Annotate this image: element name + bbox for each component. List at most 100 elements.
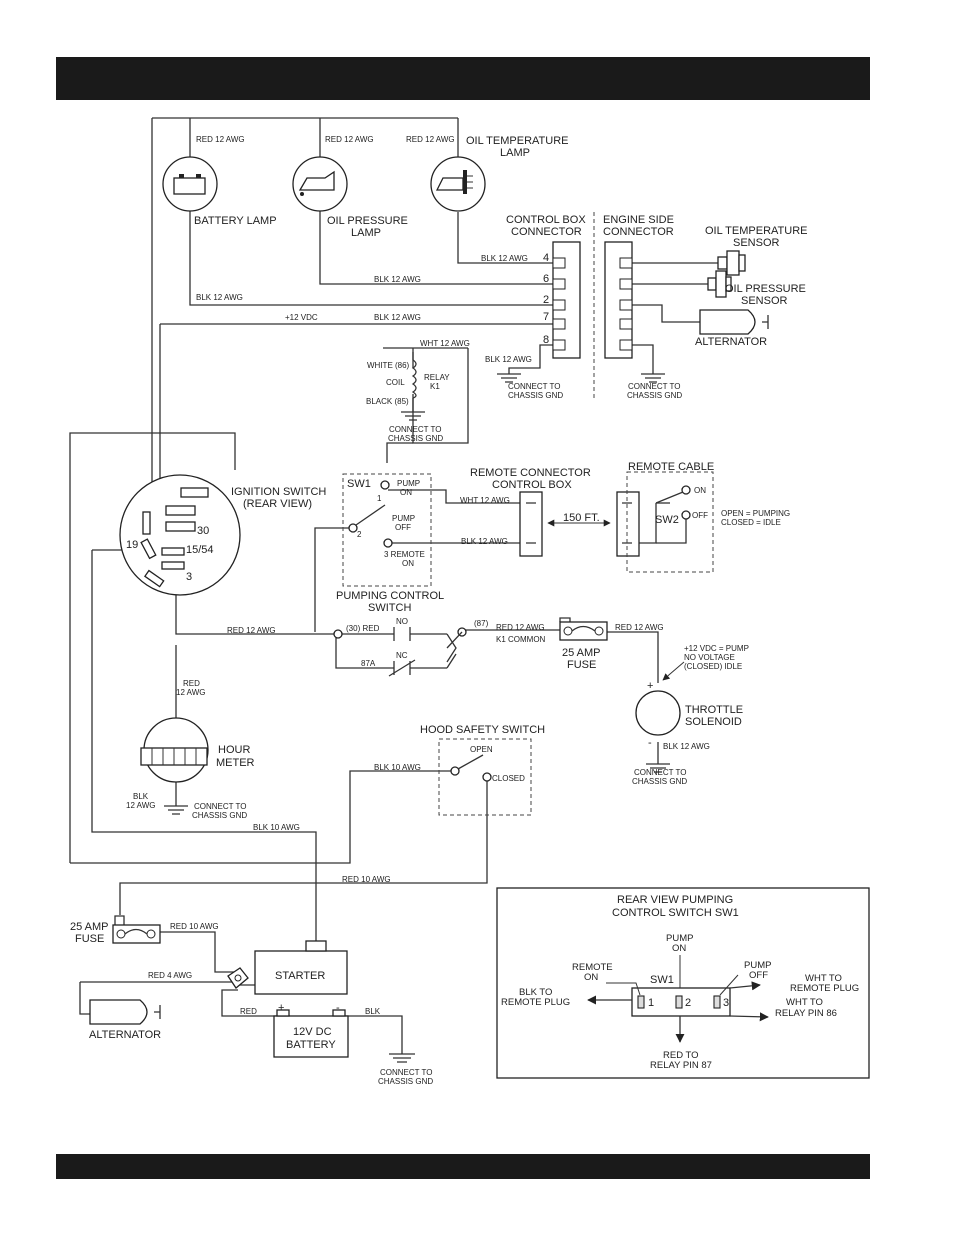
hour-meter	[140, 717, 209, 783]
chassis-e-1: CONNECT TO	[194, 802, 246, 811]
hood-switch-enclosure	[438, 738, 532, 816]
ignition-label-2: (REAR VIEW)	[243, 498, 312, 510]
inset-wht-relay-2: RELAY PIN 86	[775, 1008, 837, 1019]
starter-label: STARTER	[275, 970, 325, 982]
hour-meter-1: HOUR	[218, 744, 250, 756]
relay-name-2: K1	[430, 382, 440, 391]
inset-pump-on-2: ON	[672, 943, 686, 954]
ignition-1554: 15/54	[186, 544, 214, 556]
footer-bar	[56, 1154, 870, 1179]
fuse-bottom-2: FUSE	[75, 933, 104, 945]
wire-blk12-f: BLK 12 AWG	[461, 537, 508, 546]
remote-connector-box	[519, 491, 543, 557]
diagram-labels: BATTERY LAMP OIL PRESSURE LAMP OIL TEMPE…	[70, 135, 807, 1086]
pin-4: 4	[543, 252, 549, 264]
ground-symbol	[389, 1047, 415, 1063]
ignition-label-1: IGNITION SWITCH	[231, 486, 326, 498]
inset-pos-2: 2	[685, 997, 691, 1009]
ground-symbol	[646, 763, 670, 773]
throttle-note-3: (CLOSED) IDLE	[684, 662, 742, 671]
relay-87a: 87A	[361, 659, 376, 668]
oil-pressure-sensor	[707, 270, 732, 298]
inset-pump-on-1: PUMP	[666, 933, 693, 944]
remote-cable-enclosure	[626, 471, 714, 573]
throttle-solenoid	[635, 690, 681, 736]
inset-switch	[587, 955, 769, 1043]
wire-red: RED	[240, 1007, 257, 1016]
inset-remote-on-2: ON	[584, 972, 598, 983]
inset-title-1: REAR VIEW PUMPING	[617, 894, 733, 906]
fuse-top-1: 25 AMP	[562, 647, 601, 659]
ground-symbol	[641, 373, 665, 383]
sw1-pump-off-2: OFF	[395, 523, 411, 532]
label-oil-pressure-sensor-1: OIL PRESSURE	[725, 283, 806, 295]
inset-blk-to-1: BLK TO	[519, 987, 552, 998]
label-oil-pressure-lamp-1: OIL PRESSURE	[327, 215, 408, 227]
pin-7: 7	[543, 311, 549, 323]
wire-red4: RED 4 AWG	[148, 971, 192, 980]
label-control-box-2: CONNECTOR	[511, 226, 582, 238]
wire-blk10-b: BLK 10 AWG	[253, 823, 300, 832]
sw1-enclosure	[342, 473, 432, 587]
fuse-bottom-1: 25 AMP	[70, 921, 109, 933]
ignition-19: 19	[126, 539, 138, 551]
battery-minus: -	[336, 1002, 340, 1014]
throttle-minus: -	[648, 737, 652, 749]
ignition-3: 3	[186, 571, 192, 583]
label-engine-side-2: CONNECTOR	[603, 226, 674, 238]
fuse-bottom	[112, 915, 161, 944]
sw1-remote-on-2: ON	[402, 559, 414, 568]
chassis-c-1: CONNECT TO	[389, 425, 441, 434]
label-control-box-1: CONTROL BOX	[506, 214, 586, 226]
inset-red-relay-2: RELAY PIN 87	[650, 1060, 712, 1071]
ignition-switch	[119, 474, 241, 596]
engine-side-connector	[604, 241, 633, 359]
wire-red12-e: RED 12 AWG	[496, 623, 545, 632]
throttle-1: THROTTLE	[685, 704, 743, 716]
sw2-on: ON	[694, 486, 706, 495]
hour-meter-2: METER	[216, 757, 255, 769]
oil-temperature-sensor	[717, 250, 746, 276]
wire-blk12-a: BLK 12 AWG	[481, 254, 528, 263]
chassis-f-2: CHASSIS GND	[378, 1077, 433, 1086]
relay-87: (87)	[474, 619, 489, 628]
sw1-pump-on-2: ON	[400, 488, 412, 497]
remote-box-1: REMOTE CONNECTOR	[470, 467, 591, 479]
oil-pressure-lamp	[292, 156, 348, 212]
relay-k1-contacts	[333, 627, 467, 677]
label-oil-temp-sensor-1: OIL TEMPERATURE	[705, 225, 807, 237]
wire-red10-a: RED 10 AWG	[342, 875, 391, 884]
ground-symbol	[401, 411, 425, 421]
ground-symbol	[164, 805, 188, 815]
wire-red10-b: RED 10 AWG	[170, 922, 219, 931]
pin-6: 6	[543, 273, 549, 285]
wire-blk12-e: BLK 12 AWG	[485, 355, 532, 364]
relay-nc: NC	[396, 651, 408, 660]
wire-blk-hm-2: 12 AWG	[126, 801, 156, 810]
inset-labels: REAR VIEW PUMPING CONTROL SWITCH SW1 PUM…	[501, 894, 859, 1071]
wire-blk10-a: BLK 10 AWG	[374, 763, 421, 772]
inset-remote-on-1: REMOTE	[572, 962, 613, 973]
relay-white: WHITE (86)	[367, 361, 410, 370]
sw1-pump-on-1: PUMP	[397, 479, 420, 488]
inset-pump-off-1: PUMP	[744, 960, 771, 971]
relay-no: NO	[396, 617, 408, 626]
chassis-e-2: CHASSIS GND	[192, 811, 247, 820]
label-oil-temp-sensor-2: SENSOR	[733, 237, 780, 249]
throttle-note-1: +12 VDC = PUMP	[684, 644, 749, 653]
sw1-pump-off-1: PUMP	[392, 514, 415, 523]
wire-12vdc: +12 VDC	[285, 313, 318, 322]
battery-lamp	[162, 156, 218, 212]
throttle-note-2: NO VOLTAGE	[684, 653, 735, 662]
pin-2: 2	[543, 294, 549, 306]
wire-blk12-c: BLK 12 AWG	[196, 293, 243, 302]
sw1-contacts	[348, 480, 393, 548]
label-oil-temp-lamp-2: LAMP	[500, 147, 530, 159]
wire-blk-hm-1: BLK	[133, 792, 149, 801]
throttle-plus: +	[647, 680, 653, 692]
pumping-switch-2: SWITCH	[368, 602, 411, 614]
inset-pump-off-2: OFF	[749, 970, 768, 981]
throttle-note-arrow	[662, 661, 685, 681]
wire-wht12-b: WHT 12 AWG	[460, 496, 510, 505]
wire-red-hm-1: RED	[183, 679, 200, 688]
